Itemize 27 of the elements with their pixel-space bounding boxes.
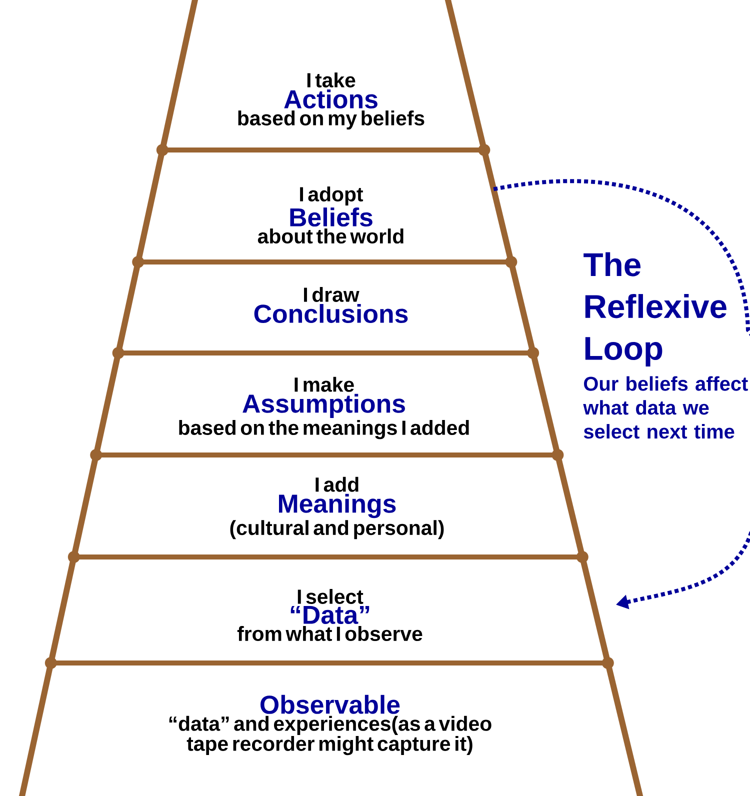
ladder-section: I take Actions based on my beliefs (156, 0, 490, 156)
node-label: I adopt (300, 186, 364, 206)
loop-title: The Reflexive Loop (584, 252, 726, 367)
node-label: I draw (304, 287, 360, 302)
ladder-section: I adopt Beliefs about the world (132, 149, 518, 268)
node-label: from what I observe (237, 626, 422, 642)
node-label: based on the meanings I added (179, 420, 469, 440)
node-label: I add (316, 476, 358, 492)
node-label: Assumptions (242, 394, 405, 418)
ladder-section: I add Meanings (cultural and personal) (68, 454, 588, 563)
node-label: (cultural and personal) (230, 520, 444, 540)
node-label: Conclusions (254, 304, 408, 324)
ladder-section: I make Assumptions based on the meanings I added (90, 352, 564, 461)
node-label: Beliefs (290, 208, 372, 227)
node-label: based on my beliefs (238, 110, 424, 130)
node-label: about the world (258, 228, 404, 244)
node-label: I take (307, 72, 356, 88)
node-label: I make (294, 376, 354, 392)
node-label: I select (298, 588, 364, 604)
node-label: Actions (284, 89, 378, 108)
ladder-section: I draw Conclusions (112, 261, 540, 359)
ladder-section: Observable “data” and experiences(as a video tape recorder might capture it) (18, 662, 644, 796)
ladder-section: I select “Data” from what I observe (44, 556, 614, 669)
node-label: “Data” (290, 606, 370, 624)
loop-arrow (493, 179, 750, 610)
node-label: Meanings (279, 494, 396, 518)
loop-note: Our beliefs affect what data we select next time (583, 376, 748, 439)
